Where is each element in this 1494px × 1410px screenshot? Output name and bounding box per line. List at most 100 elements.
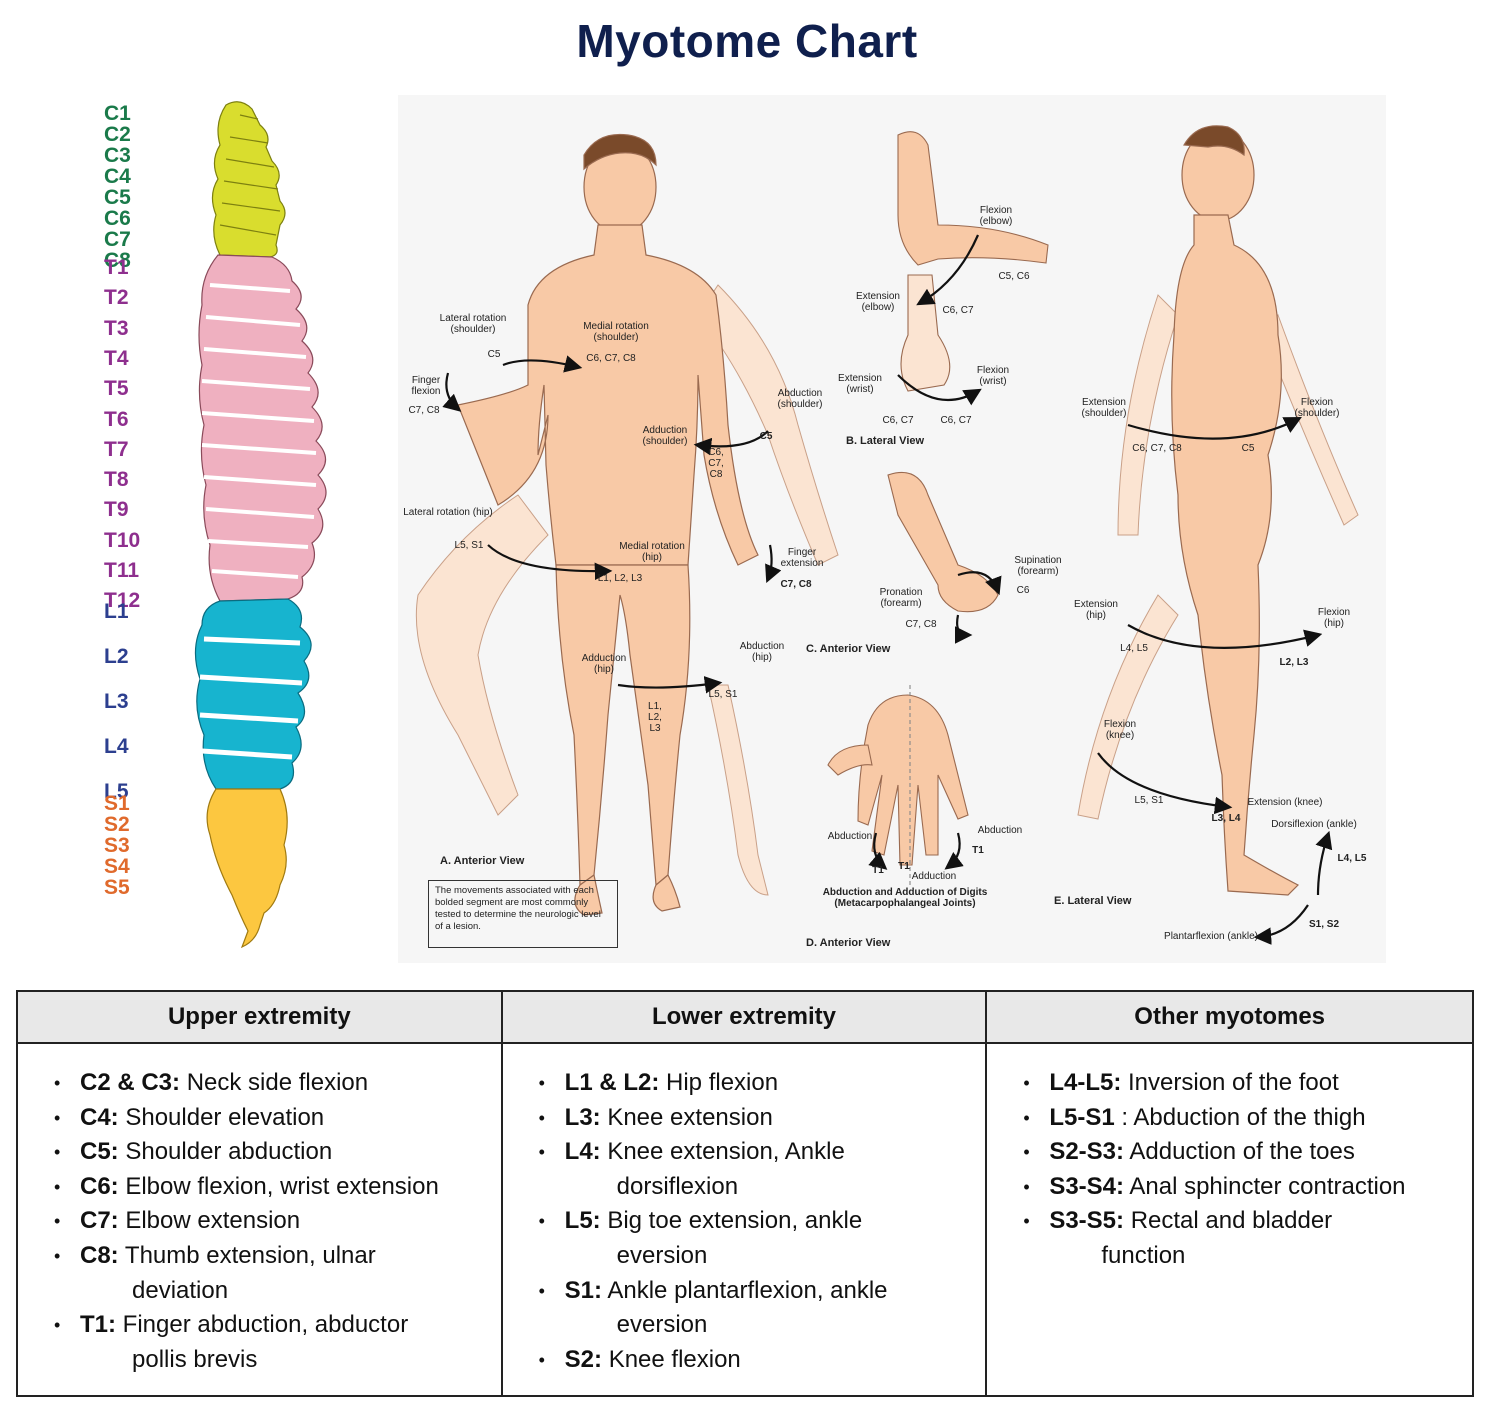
header-upper-extremity: Upper extremity [18, 992, 503, 1044]
anno-c6c7-b: C6, C7 [882, 415, 914, 426]
spine-label-t10: T10 [104, 528, 141, 552]
movement-text: Elbow extension [125, 1207, 301, 1235]
segment-label: C8: [80, 1241, 119, 1269]
page-title: Myotome Chart [576, 15, 918, 67]
figure-a-body [457, 133, 759, 916]
anno-medial-rot-shoulder: Medial rotation (shoulder) [583, 321, 649, 343]
sacrum [206, 788, 288, 949]
myotome-table: Upper extremity Lower extremity Other my… [16, 990, 1474, 1397]
anno-l4l5-b: L4, L5 [1337, 853, 1367, 864]
figure-e-body [1171, 125, 1300, 896]
movement-continuation: deviation [132, 1276, 229, 1304]
movement-text: Knee extension, Ankle [607, 1138, 845, 1166]
spine-label-l1: L1 [104, 600, 129, 623]
anno-finger-extension: Finger extension [780, 547, 824, 569]
spine-label-t3: T3 [104, 316, 129, 340]
anno-c7c8-c: C7, C8 [905, 619, 937, 630]
anno-extension-hip: Extension (hip) [1074, 599, 1118, 621]
anno-l3l4: L3, L4 [1211, 813, 1241, 824]
movement-text: Ankle plantarflexion, ankle [607, 1276, 888, 1304]
anno-medial-rot-hip: Medial rotation (hip) [619, 541, 685, 563]
list-item: L5-S1 : Abduction of the thigh [1023, 1101, 1462, 1136]
caption-c: C. Anterior View [806, 643, 891, 655]
myotome-figure: Lateral rotation (shoulder) C5 Medial ro… [398, 95, 1386, 963]
caption-e: E. Lateral View [1054, 895, 1132, 907]
spine-label-c8: C8 [104, 249, 131, 272]
anno-adduction-shoulder: Adduction (shoulder) [642, 425, 688, 447]
cervical-vertebrae [211, 101, 286, 258]
caption-d: D. Anterior View [806, 937, 891, 949]
anno-c6c7c8: C6, C7, C8 [586, 353, 636, 364]
spine-label-c6: C6 [104, 207, 131, 230]
spine-label-s2: S2 [104, 813, 130, 836]
list-item: C5: Shoulder abduction [54, 1135, 491, 1170]
anno-c5c6: C5, C6 [998, 271, 1030, 282]
spine-label-c2: C2 [104, 123, 131, 146]
segment-label: L4: [564, 1138, 601, 1166]
anno-c6: C6 [1016, 585, 1030, 596]
movement-continuation: pollis brevis [132, 1345, 258, 1373]
list-item: L1 & L2: Hip flexion [539, 1066, 976, 1101]
movement-text: Shoulder abduction [125, 1138, 333, 1166]
movement-text: Big toe extension, ankle [607, 1207, 863, 1235]
anno-abduction-hip: Abduction (hip) [739, 641, 785, 663]
figure-b-arm [897, 131, 1049, 392]
anno-pronation-forearm: Pronation (forearm) [879, 587, 923, 609]
spine-label-l2: L2 [104, 645, 129, 668]
lumbar-vertebrae [194, 598, 312, 790]
spine-label-s4: S4 [104, 855, 130, 878]
spine-label-c4: C4 [104, 165, 131, 188]
segment-label: S1: [564, 1276, 603, 1304]
spine-graphic [194, 101, 327, 949]
anno-extension-knee: Extension (knee) [1247, 797, 1323, 808]
spine-label-t2: T2 [104, 286, 129, 310]
anno-c5-b: C5 [759, 431, 773, 442]
anno-c6c7c8-b: C6, C7, C8 [708, 447, 724, 480]
segment-label: L4-L5: [1049, 1069, 1122, 1096]
segment-label: T1: [80, 1311, 116, 1339]
anno-c6c7-c: C6, C7 [940, 415, 972, 426]
anno-lat-rot-shoulder: Lateral rotation (shoulder) [439, 313, 507, 335]
spine-label-t9: T9 [104, 498, 129, 522]
anno-supination-forearm: Supination (forearm) [1014, 555, 1062, 577]
movement-text: Shoulder elevation [125, 1103, 325, 1131]
upper-extremity-list: C2 & C3: Neck side flexionC4: Shoulder e… [18, 1044, 503, 1395]
note-box: The movements associated with each bolde… [428, 880, 618, 948]
anno-digits: Abduction and Adduction of Digits (Metac… [822, 887, 988, 909]
anno-l2l3: L2, L3 [1279, 657, 1309, 668]
anno-c7c8: C7, C8 [408, 405, 440, 416]
spine-label-s3: S3 [104, 834, 130, 857]
anno-flexion-elbow: Flexion (elbow) [979, 205, 1013, 227]
anno-l5s1-c: L5, S1 [1134, 795, 1164, 806]
figure-a-ghost-limbs [415, 284, 839, 896]
spine-label-t12: T12 [104, 589, 141, 613]
list-item: C7: Elbow extension [54, 1204, 491, 1239]
other-myotomes-list: L4-L5: Inversion of the footL5-S1 : Abdu… [987, 1044, 1472, 1395]
anno-flexion-knee: Flexion (knee) [1103, 719, 1137, 741]
movement-continuation: eversion [616, 1241, 708, 1269]
anno-l5s1: L5, S1 [454, 540, 484, 551]
anno-l4l5-a: L4, L5 [1120, 643, 1148, 654]
anno-flexion-wrist: Flexion (wrist) [976, 365, 1010, 387]
anno-t1-a: T1 [872, 865, 884, 876]
anno-extension-wrist: Extension (wrist) [838, 373, 882, 395]
movement-text: Inversion of the foot [1128, 1069, 1339, 1096]
movement-text: Hip flexion [666, 1069, 779, 1096]
movement-text: Knee extension [607, 1103, 773, 1131]
movement-text: Anal sphincter contraction [1129, 1172, 1406, 1200]
header-other-myotomes: Other myotomes [987, 992, 1472, 1044]
list-item: S3-S4: Anal sphincter contraction [1023, 1170, 1462, 1205]
anno-t1-c: T1 [898, 861, 910, 872]
figure-e-ghost-limbs [1077, 294, 1359, 820]
spine-label-l3: L3 [104, 690, 129, 713]
list-item: C4: Shoulder elevation [54, 1101, 491, 1136]
anno-l1l2l3-b: L1, L2, L3 [648, 701, 662, 734]
spine-label-l5: L5 [104, 780, 129, 803]
segment-label: L5-S1 [1049, 1103, 1115, 1131]
anno-extension-elbow: Extension (elbow) [856, 291, 900, 313]
segment-label: C7: [80, 1207, 119, 1235]
